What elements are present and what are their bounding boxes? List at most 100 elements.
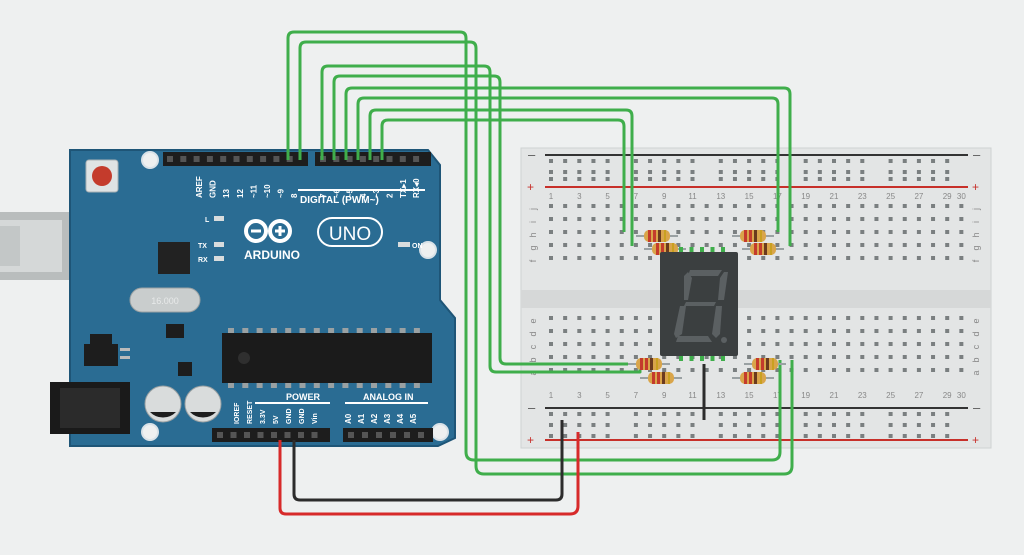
breadboard-hole[interactable] [704,217,709,221]
breadboard-hole[interactable] [591,329,596,333]
breadboard-hole[interactable] [619,230,624,234]
breadboard-hole[interactable] [803,434,808,438]
breadboard-hole[interactable] [761,170,766,174]
breadboard-hole[interactable] [888,256,893,260]
breadboard-hole[interactable] [860,243,865,247]
breadboard-hole[interactable] [931,170,936,174]
breadboard-hole[interactable] [817,434,822,438]
breadboard-hole[interactable] [648,355,653,359]
breadboard-hole[interactable] [931,412,936,416]
breadboard-hole[interactable] [888,159,893,163]
breadboard-hole[interactable] [846,329,851,333]
breadboard-hole[interactable] [803,329,808,333]
breadboard-hole[interactable] [874,204,879,208]
breadboard-hole[interactable] [945,177,950,181]
breadboard-hole[interactable] [945,423,950,427]
breadboard-hole[interactable] [648,204,653,208]
breadboard-hole[interactable] [803,243,808,247]
resistor[interactable] [640,372,682,384]
breadboard-hole[interactable] [619,204,624,208]
breadboard-hole[interactable] [605,412,610,416]
header-socket[interactable] [217,432,223,438]
breadboard-hole[interactable] [846,204,851,208]
breadboard-hole[interactable] [732,177,737,181]
breadboard-hole[interactable] [959,217,964,221]
breadboard-hole[interactable] [803,177,808,181]
breadboard-hole[interactable] [945,434,950,438]
breadboard-hole[interactable] [648,170,653,174]
breadboard-hole[interactable] [931,159,936,163]
breadboard-hole[interactable] [860,170,865,174]
breadboard-hole[interactable] [676,159,681,163]
breadboard-hole[interactable] [676,368,681,372]
breadboard-hole[interactable] [803,159,808,163]
breadboard-hole[interactable] [619,256,624,260]
breadboard-hole[interactable] [633,329,638,333]
breadboard-hole[interactable] [747,316,752,320]
breadboard-hole[interactable] [591,177,596,181]
breadboard-hole[interactable] [902,243,907,247]
breadboard-hole[interactable] [605,355,610,359]
breadboard-hole[interactable] [945,316,950,320]
breadboard-hole[interactable] [577,368,582,372]
breadboard-hole[interactable] [931,256,936,260]
breadboard-hole[interactable] [690,170,695,174]
breadboard-hole[interactable] [860,342,865,346]
header-socket[interactable] [273,156,280,162]
breadboard-hole[interactable] [648,423,653,427]
breadboard-hole[interactable] [959,204,964,208]
breadboard-hole[interactable] [832,316,836,320]
breadboard-hole[interactable] [945,243,950,247]
breadboard-hole[interactable] [817,412,822,416]
breadboard-hole[interactable] [690,217,695,221]
breadboard-hole[interactable] [690,230,695,234]
breadboard-hole[interactable] [563,368,568,372]
breadboard-hole[interactable] [648,434,653,438]
breadboard-hole[interactable] [549,316,553,320]
breadboard-hole[interactable] [761,316,766,320]
breadboard-hole[interactable] [931,316,936,320]
breadboard-hole[interactable] [775,434,780,438]
breadboard-hole[interactable] [563,316,568,320]
breadboard-hole[interactable] [563,256,568,260]
breadboard-hole[interactable] [817,204,822,208]
breadboard-hole[interactable] [789,355,794,359]
breadboard-hole[interactable] [676,230,681,234]
breadboard-hole[interactable] [789,316,794,320]
breadboard-hole[interactable] [718,170,723,174]
breadboard-hole[interactable] [945,230,950,234]
breadboard-hole[interactable] [619,355,624,359]
breadboard-hole[interactable] [902,368,907,372]
breadboard-hole[interactable] [718,177,723,181]
breadboard-hole[interactable] [732,204,737,208]
breadboard-hole[interactable] [874,256,879,260]
breadboard-hole[interactable] [916,170,921,174]
breadboard-hole[interactable] [690,434,695,438]
breadboard-hole[interactable] [633,243,638,247]
breadboard-hole[interactable] [931,423,936,427]
breadboard-hole[interactable] [888,217,893,221]
breadboard-hole[interactable] [718,204,723,208]
breadboard-hole[interactable] [874,217,879,221]
breadboard-hole[interactable] [549,355,553,359]
breadboard-hole[interactable] [902,177,907,181]
breadboard-hole[interactable] [662,423,667,427]
breadboard-hole[interactable] [605,230,610,234]
breadboard-hole[interactable] [732,368,737,372]
breadboard-hole[interactable] [803,204,808,208]
breadboard-hole[interactable] [832,217,836,221]
breadboard-hole[interactable] [945,342,950,346]
breadboard-hole[interactable] [959,316,964,320]
breadboard-hole[interactable] [902,434,907,438]
breadboard-hole[interactable] [633,434,638,438]
breadboard-hole[interactable] [747,159,752,163]
breadboard-hole[interactable] [846,355,851,359]
breadboard-hole[interactable] [662,434,667,438]
breadboard-hole[interactable] [549,256,553,260]
breadboard-hole[interactable] [888,342,893,346]
breadboard-hole[interactable] [803,342,808,346]
breadboard-hole[interactable] [633,368,638,372]
breadboard-hole[interactable] [916,177,921,181]
header-socket[interactable] [348,432,354,438]
breadboard-hole[interactable] [549,423,553,427]
